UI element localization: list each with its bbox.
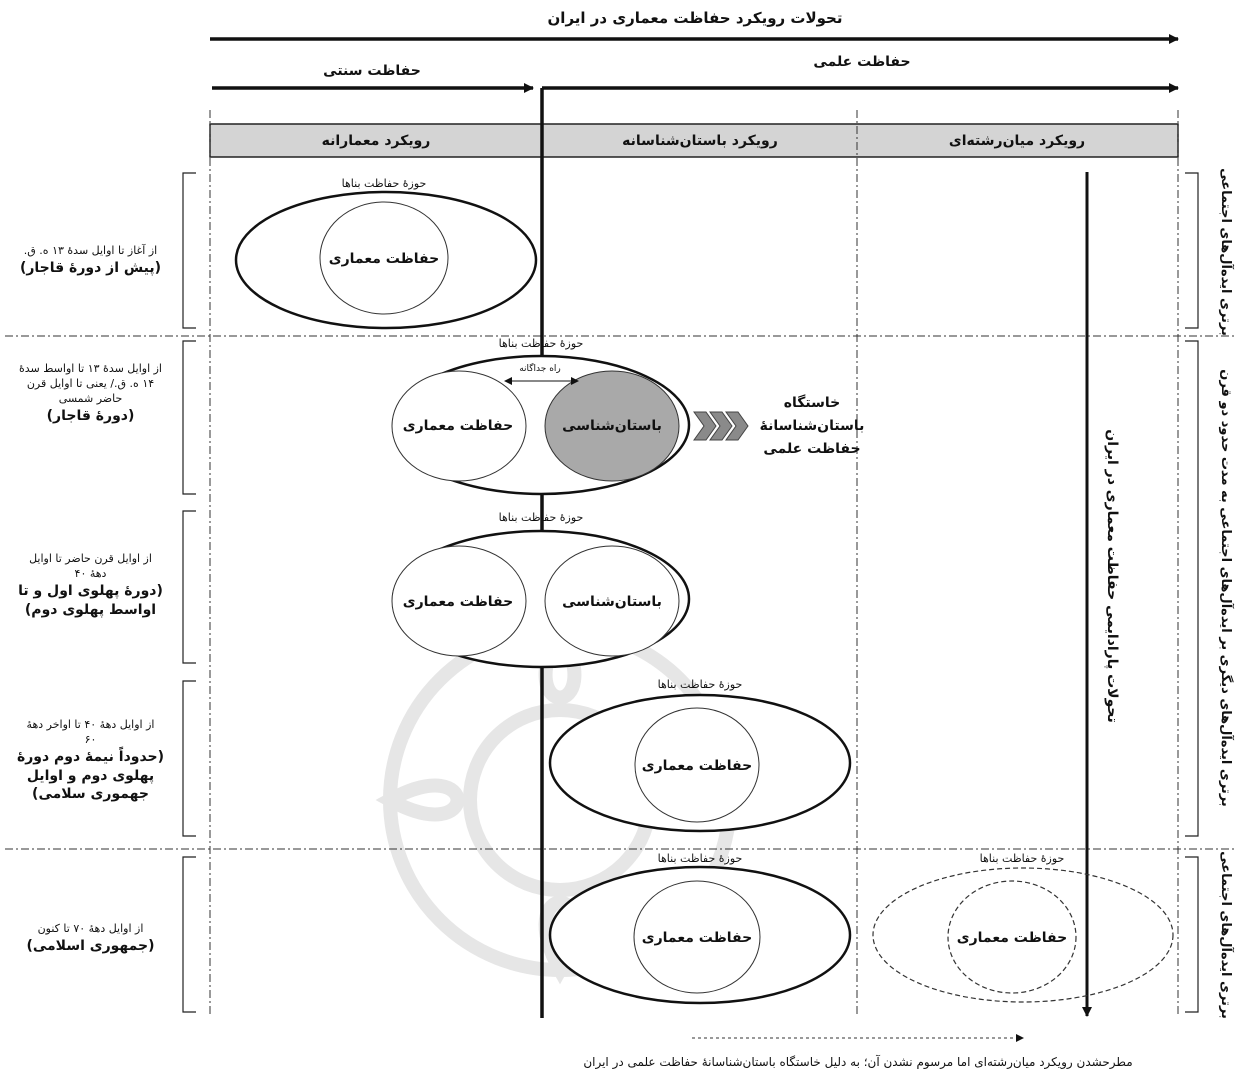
column-header-band bbox=[209, 123, 1179, 158]
domain-label-row2: حوزهٔ حفاظت بناها bbox=[499, 337, 584, 350]
period-4-bold-1: (حدوداً نیمهٔ دوم دورهٔ bbox=[16, 748, 165, 765]
era-label-1: برتری ایده‌آل‌های اجتماعی bbox=[1218, 168, 1235, 336]
period-5-bold-1: (جمهوری اسلامی) bbox=[26, 937, 155, 954]
period-label-4: از اوایل دههٔ ۴۰ تا اواخر دههٔ ۶۰ (حدودا… bbox=[8, 718, 173, 804]
era-brackets bbox=[1185, 172, 1199, 1013]
archaeology-circle-row2 bbox=[544, 370, 680, 482]
arch-label-row5-b: حفاظت معماری bbox=[957, 930, 1067, 946]
domain-label-row3: حوزهٔ حفاظت بناها bbox=[499, 511, 584, 524]
paradigm-axis-label: تحولات پارادایمی حفاظت معماری در ایران bbox=[1104, 429, 1120, 722]
domain-label-row4: حوزهٔ حفاظت بناها bbox=[658, 678, 743, 691]
period-4-line-2: ۶۰ bbox=[84, 732, 97, 746]
main-title: تحولات رویکرد حفاظت معماری در ایران bbox=[548, 9, 843, 27]
col-archaeological: رویکرد باستان‌شناسانه bbox=[622, 133, 778, 149]
period-1-bold-1: (پیش از دورهٔ قاجار) bbox=[19, 259, 162, 276]
domain-label-row1: حوزهٔ حفاظت بناها bbox=[342, 177, 427, 190]
period-5-line-1: از اوایل دههٔ ۷۰ تا کنون bbox=[37, 922, 144, 935]
origin-line-3: حفاظت علمی bbox=[763, 441, 860, 457]
arch-circle-row2 bbox=[391, 370, 527, 482]
arch-circle-row5-a bbox=[633, 880, 761, 994]
row-brackets bbox=[182, 172, 196, 1013]
period-4-bold-3: جهموری سلامی) bbox=[32, 786, 149, 803]
period-2-line-2: ۱۴ ه. ق./ یعنی تا اوایل قرن bbox=[26, 376, 155, 390]
scientific-label: حفاظت علمی bbox=[813, 54, 910, 70]
col-interdisciplinary: رویکرد میان‌رشته‌ای bbox=[949, 133, 1085, 149]
period-2-bold-1: (دورهٔ قاجار) bbox=[46, 407, 135, 424]
grid-lines bbox=[5, 110, 1237, 1016]
col-architectural: رویکرد معمارانه bbox=[322, 133, 431, 149]
domain-ellipse-row5-b bbox=[872, 867, 1174, 1003]
arch-label-row2: حفاظت معماری bbox=[403, 418, 513, 434]
domain-label-row5-b: حوزهٔ حفاظت بناها bbox=[980, 852, 1065, 865]
arch-label-row5-a: حفاظت معماری bbox=[642, 930, 752, 946]
arch-label-row3: حفاظت معماری bbox=[403, 594, 513, 610]
period-4-bold-2: پهلوی دوم و اوایل bbox=[26, 767, 155, 784]
footnote-text: مطرحشدن رویکرد میان‌رشته‌ای اما مرسوم نش… bbox=[583, 1054, 1132, 1070]
domain-label-row5-a: حوزهٔ حفاظت بناها bbox=[658, 852, 743, 865]
era-label-3: برتری ایده‌آل‌های اجتماعی bbox=[1218, 851, 1235, 1019]
arch-circle-row3 bbox=[391, 545, 527, 657]
archaeology-label-row3: باستان‌شناسی bbox=[562, 594, 662, 610]
period-3-line-2: دههٔ ۴۰ bbox=[74, 566, 107, 580]
arch-circle-row5-b bbox=[947, 880, 1077, 994]
origin-line-1: خاستگاه bbox=[784, 394, 841, 411]
period-2-line-1: از اوایل سدهٔ ۱۳ تا اواسط سدهٔ bbox=[18, 362, 162, 375]
period-label-5: از اوایل دههٔ ۷۰ تا کنون (جمهوری اسلامی) bbox=[8, 922, 173, 956]
archaeology-label-row2: باستان‌شناسی bbox=[562, 418, 662, 434]
archaeology-circle-row3 bbox=[544, 545, 680, 657]
period-label-3: از اوایل قرن حاضر تا اوایل دههٔ ۴۰ (دوره… bbox=[8, 552, 173, 619]
period-3-line-1: از اوایل قرن حاضر تا اوایل bbox=[29, 552, 152, 565]
arch-circle-row4 bbox=[634, 707, 760, 823]
period-4-line-1: از اوایل دههٔ ۴۰ تا اواخر دههٔ bbox=[26, 718, 155, 731]
separate-path-label: راه جداگانه bbox=[519, 362, 561, 374]
traditional-label: حفاظت سنتی bbox=[323, 63, 421, 79]
arch-label-row1: حفاظت معماری bbox=[329, 251, 439, 267]
arch-circle-row1 bbox=[319, 201, 449, 315]
period-label-1: از آغاز تا اوایل سدهٔ ۱۳ ه. ق. (پیش از د… bbox=[8, 244, 173, 278]
period-3-bold-2: اواسط پهلوی دوم) bbox=[24, 601, 157, 618]
period-label-2: از اوایل سدهٔ ۱۳ تا اواسط سدهٔ ۱۴ ه. ق./… bbox=[8, 362, 173, 425]
period-2-line-3: حاضر شمسی bbox=[58, 391, 123, 405]
chevron-arrows-icon bbox=[693, 411, 749, 441]
origin-line-2: باستان‌شناسانهٔ bbox=[760, 418, 865, 434]
period-3-bold-1: (دورهٔ پهلوی اول و تا bbox=[18, 582, 163, 599]
era-label-2: برتری ایده‌آل‌های دیگری بر ایده‌آل‌های ا… bbox=[1218, 369, 1235, 807]
period-1-line-1: از آغاز تا اوایل سدهٔ ۱۳ ه. ق. bbox=[23, 244, 158, 257]
arch-label-row4: حفاظت معماری bbox=[642, 758, 752, 774]
